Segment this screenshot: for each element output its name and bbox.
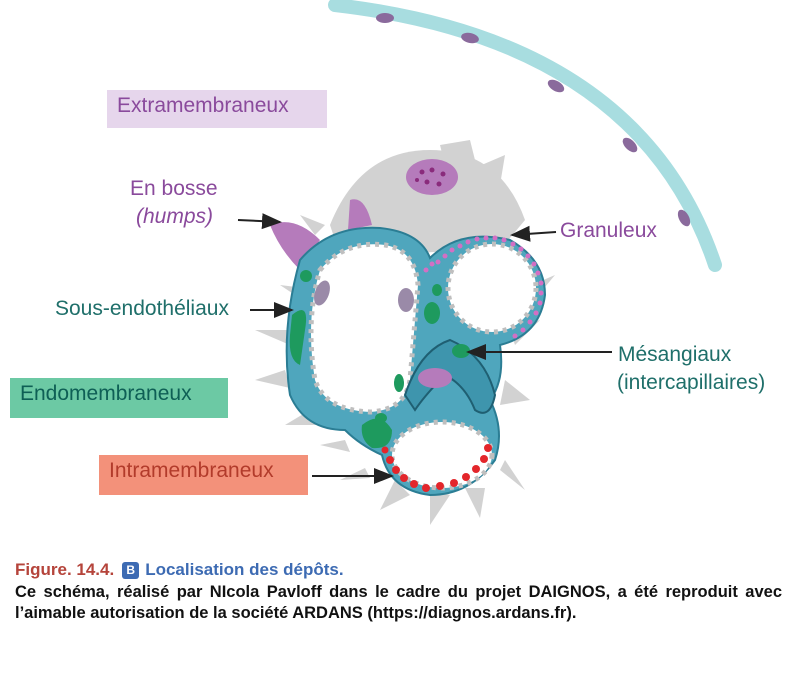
arrow-humps: [237, 213, 282, 230]
label-intercapillaires: (intercapillaires): [617, 371, 766, 394]
section-badge: B: [122, 562, 140, 579]
caption-heading: Localisation des dépôts.: [145, 560, 344, 579]
label-sous-endotheliaux: Sous-endothéliaux: [55, 297, 229, 320]
endothelial-nuclei: [314, 280, 414, 312]
capillary-tuft: [285, 226, 547, 497]
figure-caption: Figure. 14.4. B Localisation des dépôts. C…: [15, 560, 782, 624]
label-granuleux: Granuleux: [560, 219, 657, 242]
granular-deposits: [423, 235, 544, 339]
label-en-bosse: En bosse: [130, 177, 218, 200]
bowman-capsule: [328, 0, 722, 272]
caption-body: Ce schéma, réalisé par NIcola Pavloff da…: [15, 583, 782, 622]
label-intramembraneux: Intramembraneux: [99, 455, 308, 495]
label-mesangiaux: Mésangiaux: [618, 343, 732, 366]
pointer-arrows: [237, 213, 612, 484]
label-endomembraneux: Endomembraneux: [10, 378, 228, 418]
green-deposits: [289, 270, 470, 449]
figure-number: Figure. 14.4.: [15, 560, 115, 579]
label-extramembraneux: Extramembraneux: [107, 90, 327, 128]
glomerulus-diagram: [237, 0, 722, 525]
intramembranous-deposits: [381, 444, 492, 492]
arrow-granuleux: [510, 225, 557, 242]
podocyte-nucleus: [406, 159, 458, 195]
label-humps: (humps): [136, 205, 214, 228]
caption-title: Figure. 14.4. B Localisation des dépôts.: [15, 560, 782, 580]
